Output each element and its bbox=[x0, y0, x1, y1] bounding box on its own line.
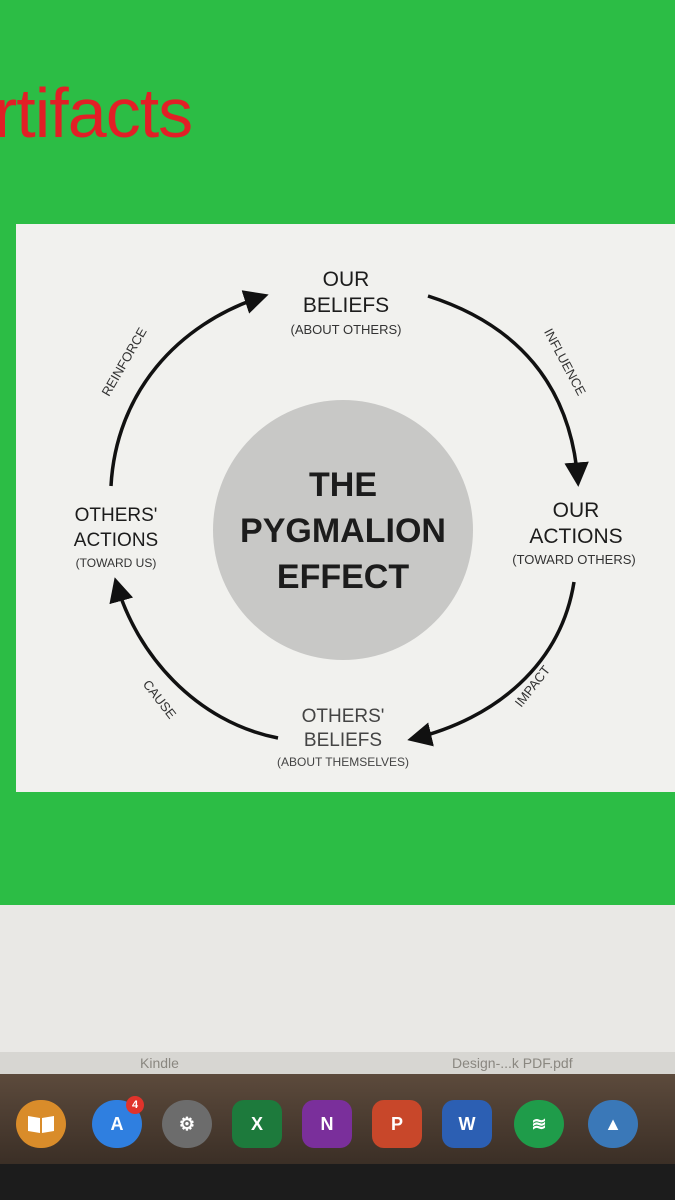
gear-icon: ⚙ bbox=[178, 1113, 196, 1134]
sync-app-icon[interactable]: ▲ bbox=[588, 1100, 638, 1148]
spotify-icon[interactable]: ≋ bbox=[514, 1100, 564, 1148]
arrow-influence bbox=[427, 294, 589, 487]
node-our-actions-sub: (TOWARD OTHERS) bbox=[512, 552, 636, 567]
app-store-badge: 4 bbox=[126, 1096, 144, 1114]
node-our-beliefs-line-1: OUR bbox=[323, 268, 370, 291]
diagram-svg: THE PYGMALION EFFECT INFLUENCE IMPACT CA… bbox=[74, 268, 636, 769]
spotify-glyph: ≋ bbox=[531, 1113, 547, 1134]
node-others-beliefs-line-1: OTHERS' bbox=[302, 706, 385, 727]
powerpoint-icon[interactable]: P bbox=[372, 1100, 422, 1148]
onenote-icon[interactable]: N bbox=[302, 1100, 352, 1148]
label-influence: INFLUENCE bbox=[541, 326, 589, 398]
excel-icon[interactable]: X bbox=[232, 1100, 282, 1148]
node-others-actions-sub: (TOWARD US) bbox=[76, 556, 157, 570]
excel-glyph: X bbox=[250, 1113, 263, 1134]
books-icon[interactable] bbox=[16, 1100, 66, 1148]
node-our-beliefs-line-2: BELIEFS bbox=[303, 294, 389, 317]
open-book-icon bbox=[28, 1116, 54, 1133]
app-store-glyph: A bbox=[110, 1113, 124, 1134]
arrow-reinforce bbox=[109, 290, 269, 487]
center-title-line-2: PYGMALION bbox=[240, 512, 446, 550]
node-others-beliefs-line-2: BELIEFS bbox=[304, 730, 382, 751]
monitor-bezel bbox=[0, 1164, 675, 1200]
arrow-cause bbox=[109, 577, 279, 740]
node-our-beliefs-sub: (ABOUT OTHERS) bbox=[291, 322, 402, 337]
system-preferences-icon[interactable]: ⚙ bbox=[162, 1100, 212, 1148]
node-others-beliefs-sub: (ABOUT THEMSELVES) bbox=[277, 755, 409, 769]
label-cause: CAUSE bbox=[140, 677, 180, 722]
node-others-actions-line-2: ACTIONS bbox=[74, 530, 158, 551]
word-icon[interactable]: W bbox=[442, 1100, 492, 1148]
node-our-actions-line-2: ACTIONS bbox=[529, 525, 622, 548]
word-glyph: W bbox=[458, 1113, 476, 1134]
center-title-line-1: THE bbox=[309, 466, 377, 504]
node-our-actions-line-1: OUR bbox=[553, 499, 600, 522]
dock-labels: Kindle Design-...k PDF.pdf bbox=[0, 1052, 675, 1074]
slide-title: rtifacts bbox=[0, 74, 193, 152]
dock-label-design-pdf: Design-...k PDF.pdf bbox=[452, 1055, 573, 1071]
center-circle bbox=[213, 400, 473, 660]
pygmalion-diagram: THE PYGMALION EFFECT INFLUENCE IMPACT CA… bbox=[16, 224, 675, 792]
app-store-icon[interactable]: A 4 bbox=[92, 1096, 144, 1148]
onenote-glyph: N bbox=[320, 1113, 334, 1134]
arrow-impact bbox=[407, 581, 576, 747]
dock-label-kindle: Kindle bbox=[140, 1055, 179, 1071]
powerpoint-glyph: P bbox=[390, 1113, 403, 1134]
center-title-line-3: EFFECT bbox=[277, 558, 409, 596]
sync-app-glyph: ▲ bbox=[604, 1113, 622, 1134]
slide: rtifacts THE PYGMALION EFFECT INFLUENCE … bbox=[0, 0, 675, 905]
node-others-actions-line-1: OTHERS' bbox=[75, 505, 158, 526]
presentation-blank-area bbox=[0, 905, 675, 1070]
dock: A 4 ⚙ X N P W ≋ ▲ bbox=[0, 1074, 675, 1164]
